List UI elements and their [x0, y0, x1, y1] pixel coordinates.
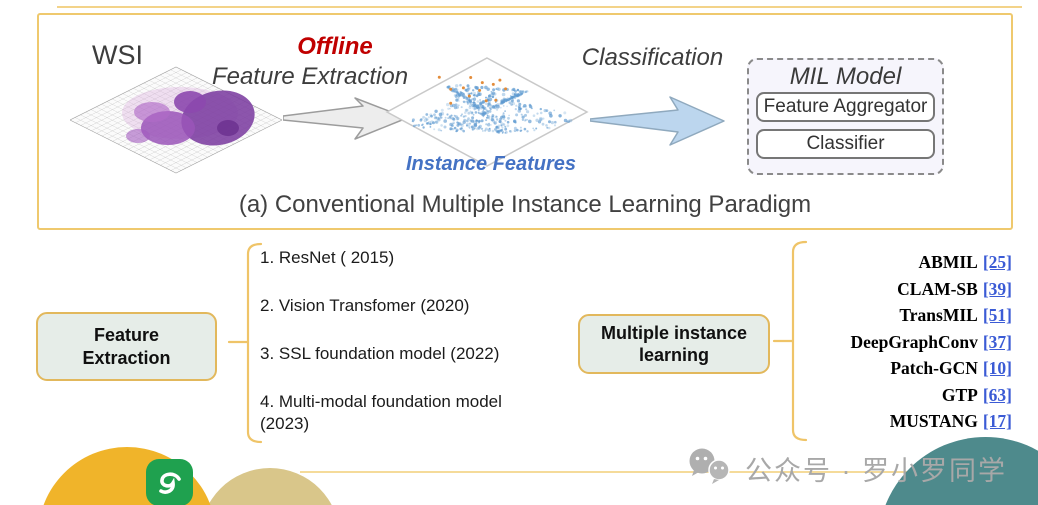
mil-method-name: DeepGraphConv — [850, 331, 978, 352]
mil-method-row: GTP[63] — [810, 382, 1012, 409]
feature-extraction-item: 3. SSL foundation model (2022) — [260, 344, 500, 364]
mil-method-row: ABMIL[25] — [810, 249, 1012, 276]
feature-extraction-list: 1. ResNet ( 2015) 2. Vision Transfomer (… — [260, 247, 535, 435]
mil-node: Multiple instance learning — [578, 314, 770, 374]
feature-extraction-step-label: Feature Extraction — [211, 63, 409, 90]
citation-link[interactable]: [17] — [982, 411, 1012, 431]
mil-model-components: Feature Aggregator Classifier — [756, 92, 935, 159]
instance-features-label: Instance Features — [405, 153, 577, 175]
mil-model-box: MIL Model Feature Aggregator Classifier — [747, 58, 944, 175]
wsi-label: WSI — [92, 40, 143, 70]
mil-model-title: MIL Model — [789, 63, 902, 90]
mil-method-row: DeepGraphConv[37] — [810, 329, 1012, 356]
feature-extraction-node: Feature Extraction — [36, 312, 217, 381]
watermark-text: 公众号 · 罗小罗同学 — [745, 455, 1007, 486]
panel-caption: (a) Conventional Multiple Instance Learn… — [238, 191, 812, 218]
mil-method-name: ABMIL — [918, 252, 978, 272]
citation-link[interactable]: [51] — [982, 305, 1012, 325]
instance-scatter — [411, 75, 573, 134]
mil-method-row: MUSTANG[17] — [810, 408, 1012, 435]
mil-method-name: Patch-GCN — [890, 358, 978, 378]
mil-method-name: MUSTANG — [889, 411, 978, 431]
instance-features-plot — [385, 57, 589, 167]
wechat-icon — [689, 448, 730, 484]
feature-extraction-item: 4. Multi-modal foundation model (2023) — [260, 392, 502, 434]
feature-extraction-item: 1. ResNet ( 2015) — [260, 248, 395, 267]
mil-method-row: CLAM-SB[39] — [810, 276, 1012, 303]
mil-method-row: TransMIL[51] — [810, 302, 1012, 329]
mil-component-box: Classifier — [756, 129, 935, 159]
extraction-arrow-icon — [283, 97, 408, 140]
citation-link[interactable]: [10] — [982, 358, 1012, 378]
tan-semicircle-decoration — [200, 468, 340, 505]
mil-bracket — [772, 240, 808, 442]
tissue-blobs — [122, 87, 255, 146]
citation-link[interactable]: [39] — [982, 278, 1012, 299]
classification-arrow-icon — [590, 96, 725, 146]
decorative-top-line — [57, 6, 1022, 8]
classification-label: Classification — [581, 44, 724, 71]
citation-link[interactable]: [25] — [982, 252, 1012, 272]
feature-extraction-item: 2. Vision Transfomer (2020) — [260, 296, 470, 316]
watermark: 公众号 · 罗小罗同学 — [688, 448, 1007, 488]
wsi-slide-image — [70, 66, 282, 174]
publisher-logo-badge — [146, 459, 193, 505]
offline-label: Offline — [297, 33, 373, 60]
mil-method-row: Patch-GCN[10] — [810, 355, 1012, 382]
mil-methods-list: ABMIL[25] CLAM-SB[39] TransMIL[51] DeepG… — [810, 249, 1012, 435]
decorative-bottom-line — [300, 471, 1038, 473]
citation-link[interactable]: [63] — [982, 384, 1012, 405]
mil-method-name: GTP — [941, 384, 978, 405]
feature-extraction-bracket — [227, 242, 263, 444]
mil-method-name: TransMIL — [899, 305, 978, 325]
mil-component-box: Feature Aggregator — [756, 92, 935, 122]
mil-method-name: CLAM-SB — [897, 278, 978, 299]
logo-swirl-icon — [158, 471, 181, 494]
citation-link[interactable]: [37] — [982, 331, 1012, 352]
